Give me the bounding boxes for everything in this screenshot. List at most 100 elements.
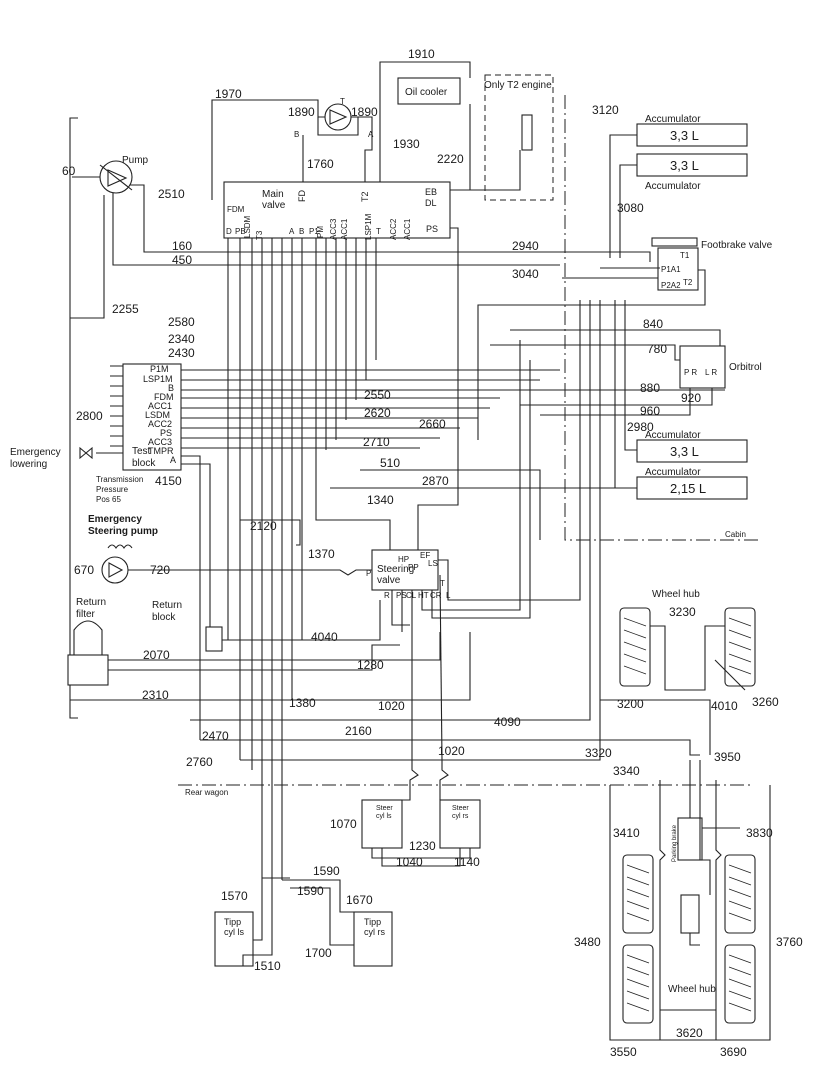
line-3830: 3830: [746, 826, 773, 840]
line-1570: 1570: [221, 889, 248, 903]
oil-cooler-label: Oil cooler: [405, 87, 448, 98]
pump-label: Pump: [122, 155, 149, 166]
line-2255: 2255: [112, 302, 139, 316]
line-1230: 1230: [409, 839, 436, 853]
line-2160: 2160: [345, 724, 372, 738]
line-2510: 2510: [158, 187, 185, 201]
component-boxes: [67, 77, 748, 967]
emergency-pump-circle: [101, 556, 129, 584]
port-acc3: ACC3: [329, 218, 338, 240]
line-1280: 1280: [357, 658, 384, 672]
line-number-labels: 1910 1970 1890 1890 1930 1760 2220 60 25…: [62, 47, 803, 1059]
tb-port-2: B: [168, 383, 174, 393]
line-3950: 3950: [714, 750, 741, 764]
t2-engine-label: Only T2 engine: [484, 80, 552, 91]
tb-port-9: TMPR: [148, 446, 174, 456]
hydraulic-lines: [70, 61, 771, 1041]
port-ps: PS: [426, 224, 438, 234]
port-eb: EB: [425, 187, 437, 197]
line-2980: 2980: [627, 420, 654, 434]
line-2710: 2710: [363, 435, 390, 449]
transmission-label-1: Transmission: [96, 475, 143, 484]
orb-port-lr: L R: [705, 368, 717, 377]
tipp-cyl-ls-box: [214, 911, 254, 967]
line-1510: 1510: [254, 959, 281, 973]
fb-port-p2a2: P2A2: [661, 281, 681, 290]
line-720: 720: [150, 563, 170, 577]
steer-cyl-ls-label-2: cyl ls: [376, 813, 392, 820]
port-fdm: FDM: [227, 205, 245, 214]
tipp-cyl-ls-label-2: cyl ls: [224, 927, 244, 937]
line-3040: 3040: [512, 267, 539, 281]
return-filter-label-1: Return: [76, 597, 106, 608]
pumps: [79, 103, 352, 584]
tb-port-1: LSP1M: [143, 374, 173, 384]
line-1340: 1340: [367, 493, 394, 507]
parking-brake-valve-box: [680, 894, 700, 934]
footbrake-valve-box: [657, 247, 699, 291]
t2-element: [521, 114, 533, 151]
emergency-lowering-label-1: Emergency: [10, 447, 61, 458]
main-valve-label-1: Main: [262, 189, 284, 200]
motor-port-a: A: [368, 130, 374, 139]
port-lsdm: LSDM: [243, 215, 252, 238]
line-3120: 3120: [592, 103, 619, 117]
sv-port-pp: PP: [408, 563, 419, 572]
steering-valve-label-2: valve: [377, 575, 401, 586]
line-1040: 1040: [396, 855, 423, 869]
emergency-lowering-label-2: lowering: [10, 459, 47, 470]
emergency-lowering-valve: [79, 446, 93, 460]
line-2620: 2620: [364, 406, 391, 420]
port-acc1-a: ACC1: [340, 218, 349, 240]
line-1970: 1970: [215, 87, 242, 101]
line-60: 60: [62, 164, 76, 178]
port-dl: DL: [425, 198, 437, 208]
line-1890-a: 1890: [288, 105, 315, 119]
test-block-box: [122, 363, 182, 471]
tb-port-3: FDM: [154, 392, 174, 402]
main-valve-box: [223, 181, 451, 239]
line-2870: 2870: [422, 474, 449, 488]
line-1140: 1140: [454, 855, 480, 869]
orbitrol-label: Orbitrol: [729, 362, 762, 373]
port-fd: FD: [297, 190, 307, 202]
line-3230: 3230: [669, 605, 696, 619]
line-880: 880: [640, 381, 660, 395]
tipp-cyl-rs-box: [353, 911, 393, 967]
accumulator-label-2: Accumulator: [645, 181, 701, 192]
line-1910: 1910: [408, 47, 435, 61]
line-2550: 2550: [364, 388, 391, 402]
port-b: B: [299, 227, 304, 236]
line-3080: 3080: [617, 201, 644, 215]
sv-port-cl: CL: [406, 591, 417, 600]
orbitrol-box: [679, 345, 726, 389]
oil-cooler-box: [397, 77, 461, 105]
wheel-front-right: [724, 607, 756, 687]
line-2340: 2340: [168, 332, 195, 346]
line-840: 840: [643, 317, 663, 331]
line-1020-a: 1020: [378, 699, 405, 713]
accumulator-label-3: Accumulator: [645, 430, 701, 441]
steer-cyl-ls-label-1: Steer: [376, 805, 393, 812]
line-510: 510: [380, 456, 400, 470]
line-4090: 4090: [494, 715, 521, 729]
line-2120: 2120: [250, 519, 277, 533]
line-3260: 3260: [752, 695, 779, 709]
line-1020-b: 1020: [438, 744, 465, 758]
line-3340: 3340: [613, 764, 640, 778]
sv-port-cr: CR: [430, 591, 442, 600]
line-1930: 1930: [393, 137, 420, 151]
sv-port-r: R: [384, 591, 390, 600]
line-2800: 2800: [76, 409, 103, 423]
fb-port-p1a1: P1A1: [661, 265, 681, 274]
port-pm: PM: [316, 226, 325, 238]
fb-port-t1: T1: [680, 251, 690, 260]
wheel-hub-label-2: Wheel hub: [668, 984, 716, 995]
wheel-rear-left-2: [622, 944, 654, 1024]
line-2940: 2940: [512, 239, 539, 253]
line-3620: 3620: [676, 1026, 703, 1040]
line-960: 960: [640, 404, 660, 418]
wheel-rear-left-1: [622, 854, 654, 934]
cabin-label: Cabin: [725, 530, 746, 539]
